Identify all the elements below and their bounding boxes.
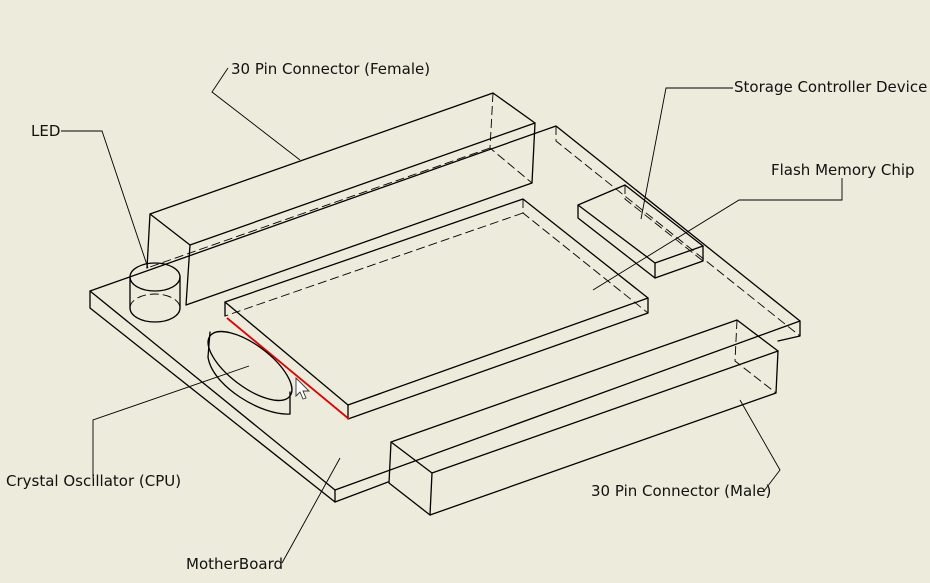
label-crystal-oscillator: Crystal Oscillator (CPU) xyxy=(6,472,182,490)
motherboard-part[interactable] xyxy=(89,125,801,503)
label-flash-memory: Flash Memory Chip xyxy=(771,161,915,179)
leader-female-connector xyxy=(211,67,301,161)
crystal-oscillator-part[interactable] xyxy=(197,319,302,415)
leader-male-connector xyxy=(739,399,781,492)
storage-controller-part[interactable] xyxy=(577,184,704,279)
female-connector-part[interactable] xyxy=(146,92,536,306)
male-connector-part[interactable] xyxy=(388,319,779,516)
leader-flash-memory xyxy=(592,178,843,291)
leader-storage-controller xyxy=(640,87,733,220)
label-male-connector: 30 Pin Connector (Male) xyxy=(591,482,772,500)
label-female-connector: 30 Pin Connector (Female) xyxy=(231,60,431,78)
led-part[interactable] xyxy=(129,262,181,323)
leader-led xyxy=(61,130,149,269)
leader-motherboard xyxy=(281,457,341,564)
label-motherboard: MotherBoard xyxy=(186,555,283,573)
flash-memory-part[interactable] xyxy=(224,198,649,420)
label-led: LED xyxy=(31,122,61,140)
leader-crystal-oscillator xyxy=(92,365,250,478)
mouse-pointer-icon xyxy=(295,376,311,400)
leader-lines xyxy=(61,67,843,564)
label-storage-controller: Storage Controller Device xyxy=(734,78,928,96)
